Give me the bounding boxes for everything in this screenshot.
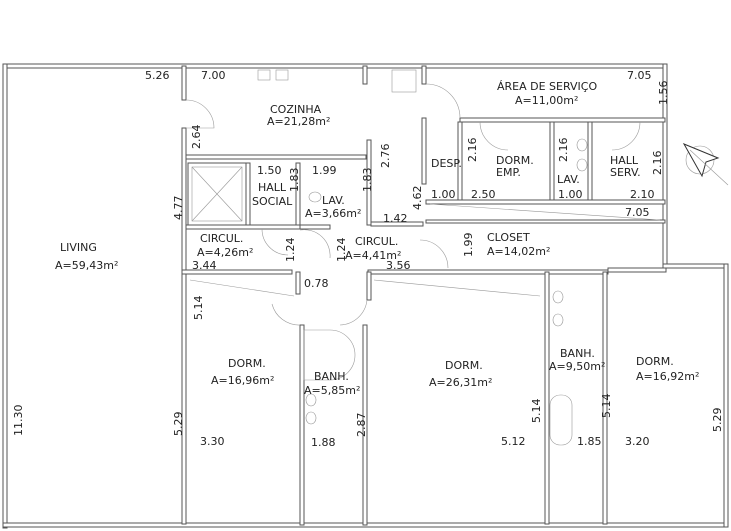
sink: [257, 69, 271, 81]
lav-serv-name: LAV.: [557, 173, 580, 186]
dim-label: 2.16: [651, 151, 664, 176]
area-servico-name: ÁREA DE SERVIÇO: [497, 80, 597, 93]
circul-1-area: A=4,26m²: [197, 246, 253, 259]
door-dorm-1[interactable]: [271, 303, 301, 326]
dim-label: 1.50: [257, 164, 282, 177]
dim-label: 1.99: [462, 233, 475, 258]
dorm-2-area: A=26,31m²: [429, 376, 492, 389]
dim-label: 5.29: [711, 408, 724, 433]
dim-label: 1.99: [312, 164, 337, 177]
bathtub: [549, 394, 573, 446]
door-service[interactable]: [425, 83, 461, 119]
dim-label: 5.14: [192, 296, 205, 321]
dim-label: 1.56: [657, 81, 670, 106]
hall-serv-name: HALL: [610, 154, 639, 167]
dim-label: 1.00: [431, 188, 456, 201]
dimensions-horizontal: 5.26 7.00 7.05 1.50 1.99 3.44 0.78 1.42 …: [145, 69, 655, 449]
dim-label: 2.50: [471, 188, 496, 201]
dim-label: 3.20: [625, 435, 650, 448]
dim-label: 1.24: [335, 238, 348, 263]
dim-label: 1.85: [577, 435, 602, 448]
banh-1-area: A=5,85m²: [304, 384, 360, 397]
circul-2-area: A=4,41m²: [345, 249, 401, 262]
hall-social-name2: SOCIAL: [252, 195, 293, 208]
dim-label: 2.64: [190, 125, 203, 150]
dim-label: 1.88: [311, 436, 336, 449]
door-lav[interactable]: [299, 229, 331, 259]
banh-2-area: A=9,50m²: [549, 360, 605, 373]
dim-label: 1.83: [361, 168, 374, 193]
dim-label: 5.29: [172, 412, 185, 437]
dim-label: 3.30: [200, 435, 225, 448]
lav-social-area: A=3,66m²: [305, 207, 361, 220]
hall-serv-name2: SERV.: [610, 166, 641, 179]
dim-label: 2.16: [557, 138, 570, 163]
room-labels: LIVING A=59,43m² COZINHA A=21,28m² HALL …: [55, 80, 699, 397]
dim-label: 1.00: [558, 188, 583, 201]
circul-1-name: CIRCUL.: [200, 232, 243, 245]
banh-1-name: BANH.: [314, 370, 349, 383]
dorm-3-area: A=16,92m²: [636, 370, 699, 383]
lav-social-name: LAV.: [322, 194, 345, 207]
door-dorm-2[interactable]: [339, 299, 368, 326]
dim-label: 1.24: [284, 238, 297, 263]
dim-label: 4.62: [411, 186, 424, 211]
walls: [2, 63, 729, 529]
dim-label: 3.56: [386, 259, 411, 272]
door-hall-serv[interactable]: [611, 121, 641, 151]
dorm-emp-name: DORM.: [496, 154, 534, 167]
dim-label: 5.14: [530, 399, 543, 424]
dim-label: 2.16: [466, 138, 479, 163]
north-arrow-icon: [682, 142, 729, 186]
dim-label: 1.42: [383, 212, 408, 225]
living-area: A=59,43m²: [55, 259, 118, 272]
dim-label: 2.10: [630, 188, 655, 201]
dim-label: 3.44: [192, 259, 217, 272]
door-dorm-emp[interactable]: [479, 121, 509, 151]
dorm-1-name: DORM.: [228, 357, 266, 370]
living-name: LIVING: [60, 241, 97, 254]
banh-2-name: BANH.: [560, 347, 595, 360]
dim-label: 2.87: [355, 413, 368, 438]
dim-label: 0.78: [304, 277, 329, 290]
dimensions-vertical: 1.56 2.64 1.83 1.83 2.76 4.77 4.62 2.16 …: [12, 81, 724, 438]
dim-label: 2.76: [379, 144, 392, 169]
desp-name: DESP.: [431, 157, 462, 170]
dorm-3-name: DORM.: [636, 355, 674, 368]
door-closet[interactable]: [419, 239, 449, 269]
dim-label: 4.77: [172, 196, 185, 221]
toilet: [552, 290, 564, 304]
dim-label: 7.05: [627, 69, 652, 82]
dorm-emp-name2: EMP.: [496, 166, 521, 179]
dim-label: 7.00: [201, 69, 226, 82]
door-kitchen[interactable]: [185, 99, 215, 129]
closet-area: A=14,02m²: [487, 245, 550, 258]
stove: [391, 69, 417, 93]
hall-social-name: HALL: [258, 181, 287, 194]
dim-label: 5.14: [600, 394, 613, 419]
dim-label: 7.05: [625, 206, 650, 219]
closet-name: CLOSET: [487, 231, 530, 244]
dim-label: 1.83: [288, 168, 301, 193]
shower: [303, 329, 356, 381]
area-servico-area: A=11,00m²: [515, 94, 578, 107]
cozinha-area: A=21,28m²: [267, 115, 330, 128]
circul-2-name: CIRCUL.: [355, 235, 398, 248]
dorm-2-name: DORM.: [445, 359, 483, 372]
dim-label: 5.12: [501, 435, 526, 448]
cozinha-name: COZINHA: [270, 103, 322, 116]
door-hall[interactable]: [261, 228, 289, 256]
dorm-1-area: A=16,96m²: [211, 374, 274, 387]
dim-label: 5.26: [145, 69, 170, 82]
dim-label: 11.30: [12, 405, 25, 437]
